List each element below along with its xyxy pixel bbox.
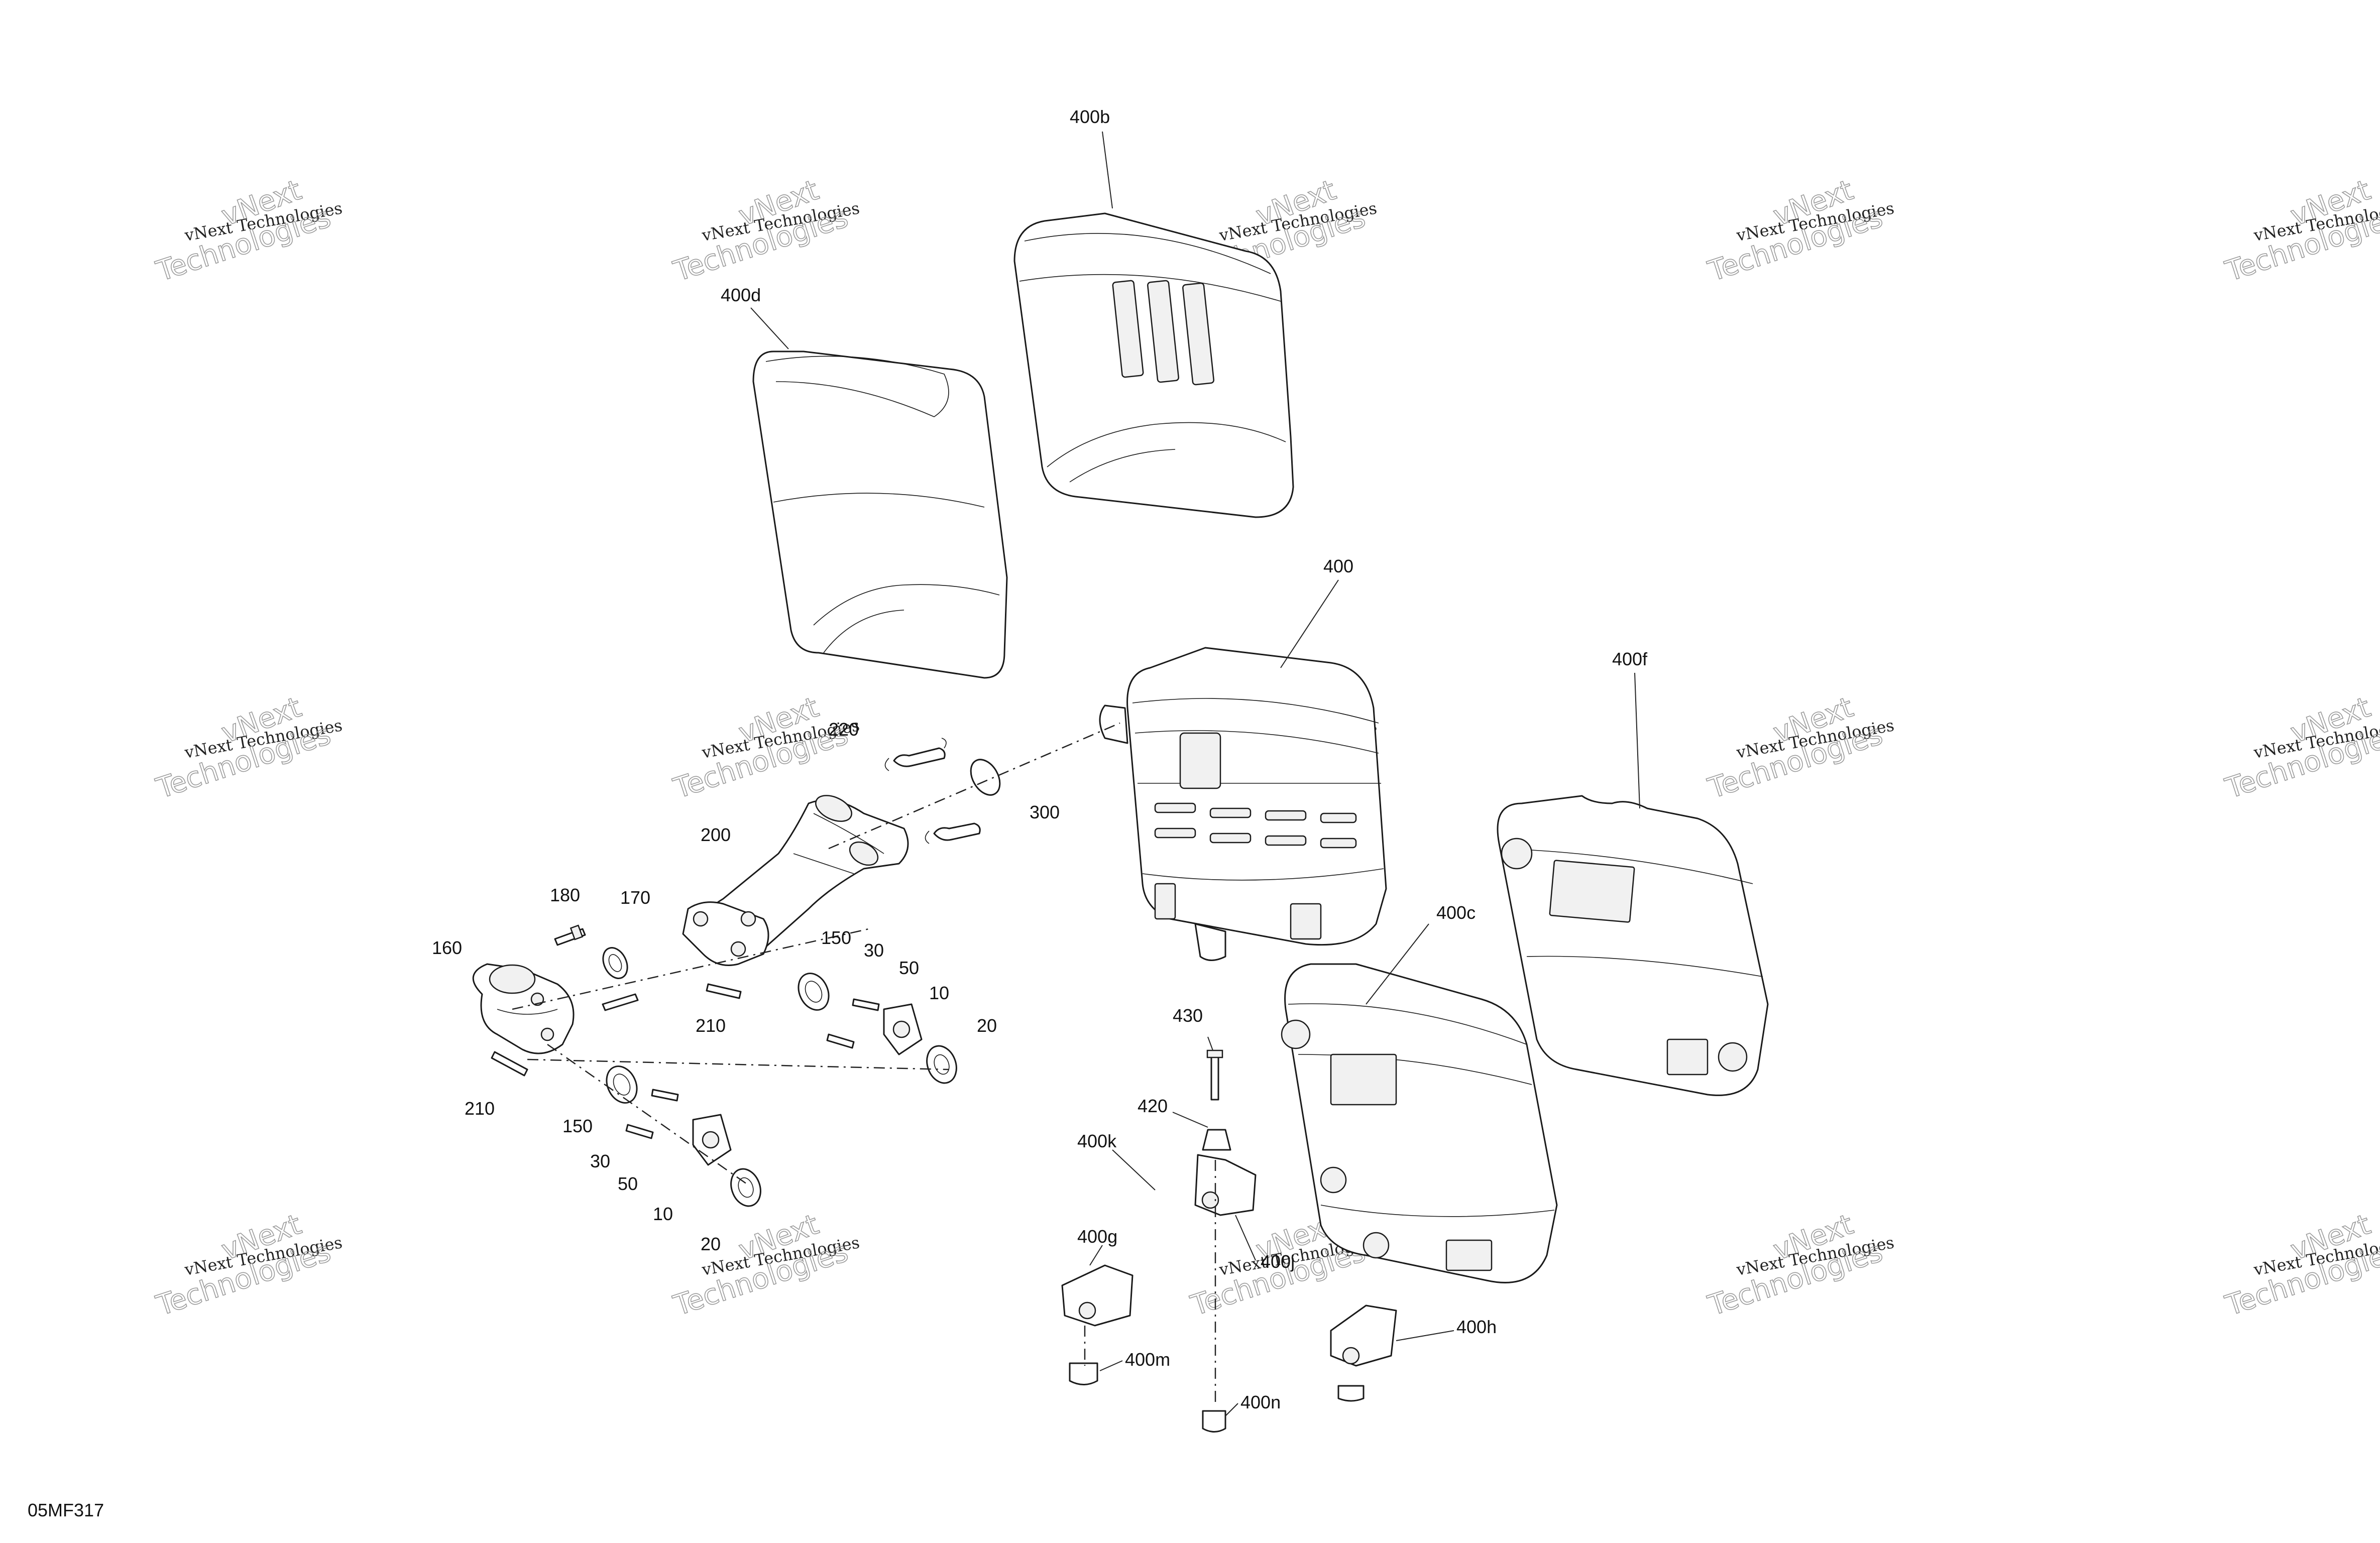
watermark: vNext vNext Technologies Technologies xyxy=(2221,690,2380,805)
callout-170: 170 xyxy=(620,887,650,908)
callout-220: 220 xyxy=(829,719,859,740)
callout-20-upper: 20 xyxy=(977,1015,997,1036)
part-160-manifold xyxy=(472,963,575,1054)
callout-400m: 400m xyxy=(1125,1349,1170,1370)
part-220-spring xyxy=(884,738,947,771)
callout-20-lower: 20 xyxy=(701,1234,721,1254)
callout-10-lower: 10 xyxy=(653,1204,673,1224)
callout-400k: 400k xyxy=(1077,1131,1117,1151)
watermark: vNext vNext Technologies Technologies xyxy=(1704,690,1895,805)
callout-430: 430 xyxy=(1173,1005,1203,1026)
callout-200: 200 xyxy=(701,824,731,845)
part-210-stud xyxy=(706,983,742,999)
watermark: vNext vNext Technologies Technologies xyxy=(669,173,861,288)
callout-50-lower: 50 xyxy=(618,1173,638,1194)
part-20-gasket xyxy=(926,1045,957,1084)
part-400m-mount xyxy=(1069,1362,1098,1385)
watermark: vNext vNext Technologies Technologies xyxy=(1704,173,1895,288)
watermark: vNext vNext Technologies Technologies xyxy=(152,690,344,805)
watermark: vNext vNext Technologies Technologies xyxy=(152,173,344,288)
callout-10-upper: 10 xyxy=(929,983,949,1003)
part-stud xyxy=(602,993,639,1011)
callout-400n: 400n xyxy=(1240,1392,1281,1412)
callout-labels: 400b 400d 400 400f 400c 220 300 200 180 … xyxy=(432,106,1648,1412)
part-manifold-flange xyxy=(682,901,769,966)
part-10-flange xyxy=(883,1003,923,1055)
part-180-stud xyxy=(554,924,586,946)
part-150-gasket xyxy=(798,973,830,1011)
assembly-axis-lines xyxy=(512,722,1216,1406)
part-400f-heat-shield xyxy=(1497,795,1769,1096)
part-400b-heat-shield xyxy=(1013,212,1294,518)
watermark: vNext vNext Technologies Technologies xyxy=(1704,1208,1895,1323)
callout-160: 160 xyxy=(432,937,462,958)
part-170-gasket xyxy=(602,947,628,979)
watermark: vNext vNext Technologies Technologies xyxy=(669,1208,861,1323)
callout-400d: 400d xyxy=(721,285,761,305)
part-400d-heat-shield xyxy=(752,350,1008,679)
part-20-gasket xyxy=(730,1168,761,1207)
part-400h-bracket xyxy=(1330,1304,1397,1367)
callout-210-upper: 210 xyxy=(696,1015,726,1036)
callout-400c: 400c xyxy=(1436,902,1476,923)
callout-50-upper: 50 xyxy=(899,958,919,978)
callout-400h: 400h xyxy=(1456,1317,1497,1337)
part-430-bolt xyxy=(1206,1049,1223,1101)
part-420-bushing xyxy=(1202,1129,1231,1151)
part-400c-heat-shield xyxy=(1281,963,1558,1283)
callout-420: 420 xyxy=(1138,1096,1168,1116)
watermark: vNext vNext Technologies Technologies xyxy=(152,1208,344,1323)
part-150-gasket xyxy=(606,1065,638,1104)
callout-30-lower: 30 xyxy=(590,1151,610,1171)
callout-300: 300 xyxy=(1030,802,1060,822)
part-30-bolt xyxy=(625,998,880,1139)
part-400g-bracket xyxy=(1061,1264,1134,1327)
callout-400j: 400j xyxy=(1261,1251,1295,1272)
callout-400g: 400g xyxy=(1077,1226,1117,1247)
callout-400b: 400b xyxy=(1070,106,1110,127)
watermark: vNext vNext Technologies Technologies xyxy=(2221,1208,2380,1323)
callout-150-lower: 150 xyxy=(562,1116,593,1136)
callout-180: 180 xyxy=(550,885,580,905)
part-10-flange xyxy=(692,1114,732,1166)
callout-210-lower: 210 xyxy=(465,1098,495,1119)
part-220-spring xyxy=(925,822,981,844)
part-mount-washers xyxy=(1337,1385,1365,1402)
watermark: vNext vNext Technologies Technologies xyxy=(669,690,861,805)
part-400k-bracket xyxy=(1194,1154,1257,1216)
part-300-gasket xyxy=(970,759,1001,796)
part-400n-mount xyxy=(1202,1410,1226,1433)
callout-400: 400 xyxy=(1323,556,1353,576)
callout-30-upper: 30 xyxy=(864,940,884,961)
part-210-stud xyxy=(491,1051,528,1077)
diagram-code: 05MF317 xyxy=(28,1500,104,1520)
watermark: vNext vNext Technologies Technologies xyxy=(2221,173,2380,288)
callout-400f: 400f xyxy=(1612,649,1648,669)
part-400-muffler xyxy=(1099,647,1387,961)
callout-150-upper: 150 xyxy=(821,927,851,948)
callout-leaders xyxy=(750,131,1640,1416)
